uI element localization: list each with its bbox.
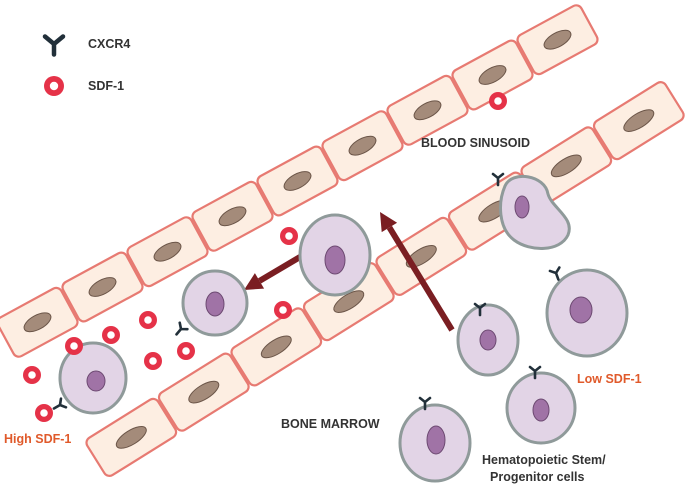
sdf1-icon <box>489 92 507 110</box>
legend-cxcr4-icon <box>42 34 66 57</box>
upper-endothelial-nucleus <box>218 206 247 227</box>
sdf1-icon <box>280 227 298 245</box>
upper-endothelial-nucleus <box>543 29 572 50</box>
upper-endothelial-cell <box>386 74 469 146</box>
lower-endothelial-nucleus <box>550 154 582 178</box>
upper-endothelial-nucleus <box>88 277 117 297</box>
stem-cells <box>50 172 629 483</box>
arrow-to-sinusoid-head <box>380 212 398 233</box>
upper-endothelial-nucleus <box>153 241 182 262</box>
sdf1-icon <box>177 342 195 360</box>
cell-marrow-a-nucleus <box>479 329 497 351</box>
sdf1-icon <box>23 366 41 384</box>
cell-transmigrating <box>491 172 571 250</box>
cell-high-sdf1 <box>50 341 128 415</box>
cell-marrow-c <box>505 365 577 445</box>
cell-transmigrating-body <box>499 174 571 250</box>
cell-transmigrating-nucleus <box>514 195 530 219</box>
cell-marrow-a <box>456 302 520 377</box>
cell-marrow-b <box>545 266 629 358</box>
lower-endothelial-nucleus <box>260 335 292 359</box>
cell-migrating-nucleus <box>324 245 346 275</box>
arrow-to-sinusoid-shaft <box>386 225 455 332</box>
upper-endothelial-nucleus <box>413 100 442 121</box>
sdf1-icon <box>144 352 162 370</box>
lower-endothelial-cell <box>302 262 395 342</box>
lower-endothelial-nucleus <box>333 290 365 313</box>
cell-marrow-c-nucleus <box>532 398 550 422</box>
migration-arrows <box>244 212 455 332</box>
upper-endothelial-cell <box>256 145 339 217</box>
lower-endothelial-cell <box>592 81 685 161</box>
lower-endothelial-cell <box>85 397 178 477</box>
cell-marrow-b-nucleus <box>569 296 593 324</box>
upper-endothelial-nucleus <box>348 135 377 156</box>
sdf1-icon <box>102 326 120 344</box>
cell-high-sdf1-nucleus <box>86 370 106 392</box>
upper-endothelial-cell <box>516 4 599 76</box>
lower-endothelial-nucleus <box>623 109 655 132</box>
cxcr4-icon <box>171 321 189 339</box>
legend-sdf1-label: SDF-1 <box>88 79 125 93</box>
cell-near-sdf1 <box>171 269 249 339</box>
upper-endothelial-nucleus <box>283 171 312 191</box>
low-sdf1-label: Low SDF-1 <box>577 372 642 386</box>
legend-cxcr4-label: CXCR4 <box>88 37 131 51</box>
sdf1-molecules <box>23 76 507 422</box>
cxcr4-icon <box>50 397 68 415</box>
cell-marrow-d <box>398 396 472 483</box>
upper-endothelial-nucleus <box>478 65 507 85</box>
lower-endothelial-cell <box>230 307 323 387</box>
bone-marrow-label: BONE MARROW <box>281 417 380 431</box>
upper-endothelial-wall <box>0 4 599 358</box>
cell-migrating <box>298 213 372 297</box>
upper-endothelial-nucleus <box>23 312 52 333</box>
lower-endothelial-wall <box>85 81 685 477</box>
upper-endothelial-cell <box>61 251 144 323</box>
arrow-to-high-sdf1-shaft <box>257 254 302 284</box>
lower-endothelial-cell <box>157 352 250 432</box>
blood-sinusoid-label: BLOOD SINUSOID <box>421 136 531 150</box>
legend-sdf1-icon <box>44 76 64 96</box>
high-sdf1-label: High SDF-1 <box>4 432 72 446</box>
upper-endothelial-cell <box>0 286 79 358</box>
upper-endothelial-cell <box>126 216 209 288</box>
upper-endothelial-cell <box>321 110 404 182</box>
cell-near-sdf1-nucleus <box>205 291 225 317</box>
cells-label-line2: Progenitor cells <box>490 470 585 484</box>
legend <box>42 34 66 57</box>
lower-endothelial-nucleus <box>188 380 220 404</box>
sdf1-icon <box>35 404 53 422</box>
sdf1-icon <box>274 301 292 319</box>
cell-marrow-d-nucleus <box>426 425 446 455</box>
lower-endothelial-nucleus <box>115 426 147 449</box>
upper-endothelial-cell <box>191 180 274 252</box>
sdf1-icon <box>139 311 157 329</box>
arrow-to-high-sdf1-head <box>244 273 265 290</box>
sdf1-icon <box>65 337 83 355</box>
cells-label-line1: Hematopoietic Stem/ <box>482 453 606 467</box>
